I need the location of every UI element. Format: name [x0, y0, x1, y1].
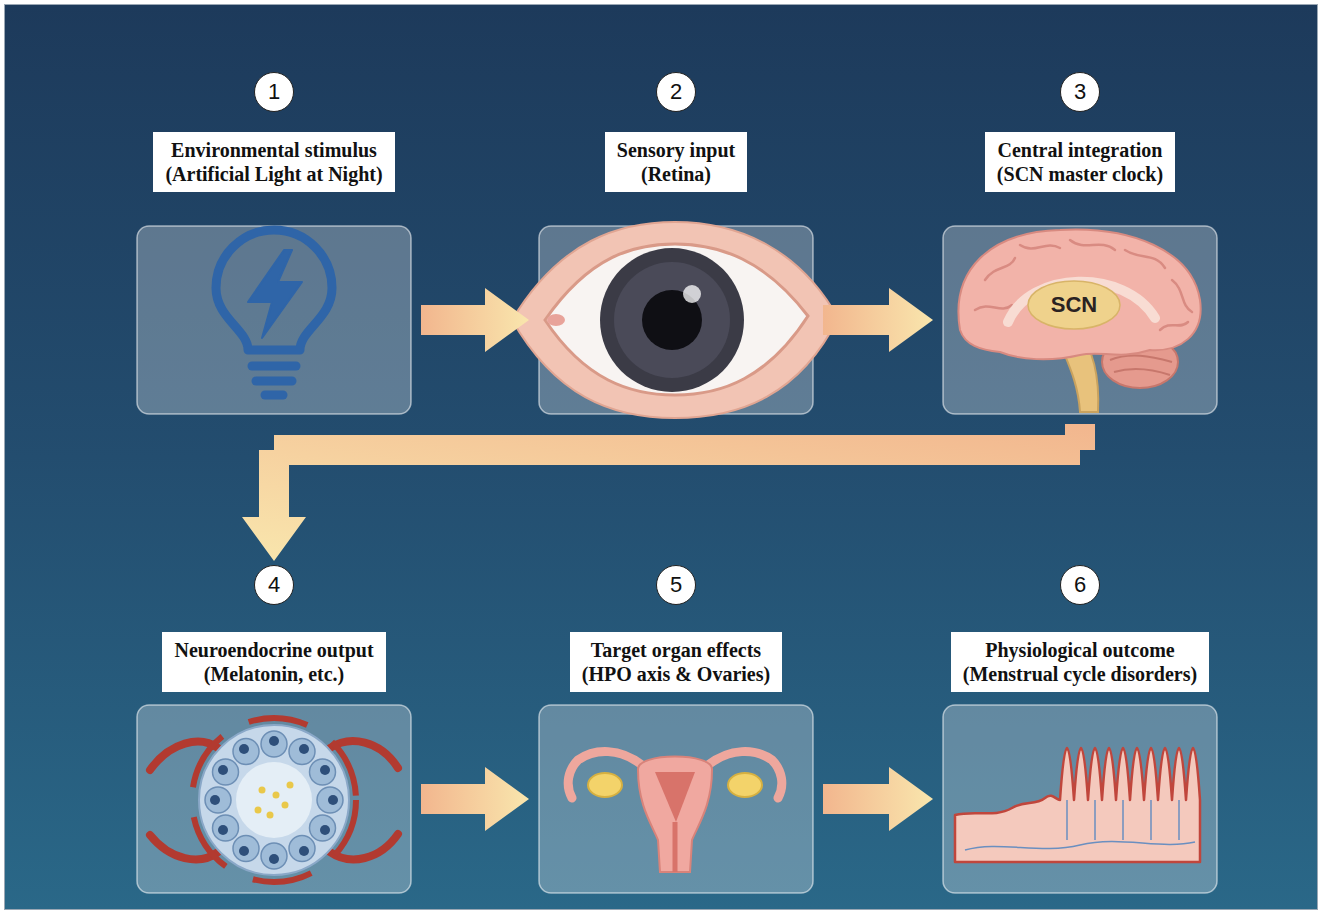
step-node: Environmental stimulus(Artificial Light …: [137, 72, 411, 414]
callout-number: 4: [254, 565, 294, 605]
step-subtitle: (Melatonin, etc.): [174, 662, 373, 686]
callout-number: 1: [254, 72, 294, 112]
title-box: Target organ effects(HPO axis & Ovaries): [570, 632, 782, 692]
uterine-cavity: [655, 772, 695, 822]
cervical-canal: [673, 822, 678, 872]
step-node: Neuroendocrine output(Melatonin, etc.) 4: [137, 565, 411, 893]
callout-number: 2: [656, 72, 696, 112]
step-node: Central integration(SCN master clock) 3: [943, 72, 1217, 414]
title-box: Central integration(SCN master clock): [985, 132, 1175, 192]
lightning-bolt: [248, 250, 302, 338]
step-subtitle: (HPO axis & Ovaries): [582, 662, 770, 686]
callout-number: 3: [1060, 72, 1100, 112]
secretion-dots: [255, 782, 294, 819]
vessel-ring: [192, 718, 356, 882]
step-subtitle: (Artificial Light at Night): [165, 162, 382, 186]
eye-illustration: [512, 222, 838, 418]
bulb-base: [252, 362, 296, 371]
step-title: Target organ effects: [582, 638, 770, 662]
gland-illustration: [150, 718, 398, 882]
step-node: Physiological outcome(Menstrual cycle di…: [943, 565, 1217, 893]
flow-arrow: [823, 288, 933, 352]
endometrium-illustration: [955, 748, 1200, 862]
ovary: [728, 773, 762, 797]
cerebellum-folds: [1110, 356, 1172, 375]
callout-number: 5: [656, 565, 696, 605]
image-panel: [539, 705, 813, 893]
bulb-base: [256, 377, 292, 386]
cells: [205, 731, 343, 869]
flow-arrow: [421, 767, 529, 831]
iris-inner: [614, 262, 730, 378]
step-title: Sensory input: [617, 138, 735, 162]
lightbulb-icon: [216, 230, 332, 395]
lumen: [236, 762, 312, 838]
bulb-base: [265, 391, 283, 400]
eyelid-skin: [512, 222, 838, 418]
eye-highlight: [683, 285, 701, 303]
tear-duct: [547, 314, 565, 326]
image-panel: [137, 226, 411, 414]
step-node: Target organ effects(HPO axis & Ovaries)…: [539, 565, 813, 893]
step-title: Environmental stimulus: [165, 138, 382, 162]
flow-arrow: [421, 288, 529, 352]
follicle-wall: [199, 725, 349, 875]
title-box: Neuroendocrine output(Melatonin, etc.): [162, 632, 385, 692]
flow-arrow: [242, 424, 1095, 561]
flow-arrow: [823, 767, 933, 831]
ovary: [588, 773, 622, 797]
cerebrum: [958, 230, 1200, 360]
step-title: Central integration: [997, 138, 1163, 162]
image-panel: [943, 226, 1217, 414]
endometrium-tissue: [955, 748, 1200, 862]
eye-white: [545, 244, 808, 395]
step-node: Sensory input(Retina) 2: [539, 72, 813, 414]
brain-illustration: [958, 230, 1200, 412]
title-box: Sensory input(Retina): [605, 132, 747, 192]
step-title: Physiological outcome: [963, 638, 1197, 662]
image-panel: [137, 705, 411, 893]
image-panel: [943, 705, 1217, 893]
iris: [600, 248, 744, 392]
uterus-body: [638, 757, 712, 873]
bulb-outline: [216, 230, 332, 350]
callout-number: 6: [1060, 565, 1100, 605]
step-subtitle: (SCN master clock): [997, 162, 1163, 186]
diencephalon: [1028, 281, 1120, 329]
step-subtitle: (Retina): [617, 162, 735, 186]
step-title: Neuroendocrine output: [174, 638, 373, 662]
structure-label: SCN: [1051, 293, 1097, 317]
gyri: [975, 240, 1192, 330]
title-box: Physiological outcome(Menstrual cycle di…: [951, 632, 1209, 692]
step-subtitle: (Menstrual cycle disorders): [963, 662, 1197, 686]
nuclei: [210, 736, 338, 864]
uterus-illustration: [568, 752, 782, 872]
tissue-vessels: [965, 800, 1195, 850]
title-box: Environmental stimulus(Artificial Light …: [153, 132, 394, 192]
image-panels: [137, 226, 1217, 893]
